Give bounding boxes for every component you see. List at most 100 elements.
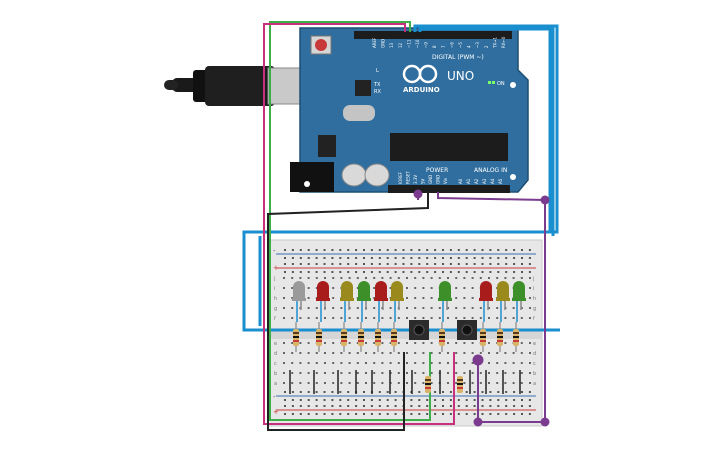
hole	[434, 263, 437, 265]
hole	[455, 297, 458, 299]
hole	[307, 263, 310, 265]
button-resistor[interactable]	[425, 376, 431, 393]
hole	[323, 413, 326, 415]
resistor[interactable]	[358, 322, 364, 352]
hole	[481, 405, 484, 407]
hole	[307, 372, 310, 374]
digital-header[interactable]	[354, 31, 512, 39]
hole	[299, 391, 302, 393]
led-green[interactable]	[512, 281, 526, 322]
hole	[339, 257, 342, 259]
arduino-board[interactable]: ARDUINO UNO DIGITAL (PWM ~) POWER ANALOG…	[290, 27, 529, 193]
blue-wire-bundle[interactable]	[242, 24, 560, 332]
hole	[283, 372, 285, 374]
hole	[363, 391, 365, 393]
hole	[299, 342, 302, 344]
push-button-2[interactable]	[457, 320, 477, 340]
hole	[332, 287, 335, 289]
power-analog-header[interactable]	[388, 185, 510, 193]
hole	[397, 362, 400, 364]
led-yellow[interactable]	[340, 281, 354, 322]
pin-label: 4	[467, 45, 472, 48]
pin-label: ~11	[406, 39, 411, 48]
hole	[479, 352, 482, 354]
hole	[520, 277, 523, 279]
hole	[471, 382, 474, 384]
led-green[interactable]	[438, 281, 452, 322]
pin-label: GND	[381, 39, 386, 48]
resistor[interactable]	[439, 322, 445, 352]
hole	[347, 263, 350, 265]
hole	[291, 307, 294, 309]
black-wire[interactable]	[267, 192, 429, 431]
hole	[496, 277, 499, 279]
hole	[378, 391, 381, 393]
hole	[291, 249, 294, 251]
hole	[434, 399, 437, 401]
hole	[505, 405, 508, 407]
hole	[418, 249, 421, 251]
hole	[513, 263, 516, 265]
pin-label: 2	[484, 45, 489, 48]
hole	[504, 317, 507, 319]
hole	[356, 352, 359, 354]
resistor[interactable]	[293, 322, 299, 352]
hole	[488, 317, 490, 319]
hole	[389, 277, 392, 279]
resistor[interactable]	[480, 322, 486, 352]
power-pin-label: GND	[428, 175, 433, 184]
resistor[interactable]	[316, 322, 322, 352]
hole	[363, 405, 365, 407]
led-red[interactable]	[374, 281, 388, 322]
hole	[291, 405, 294, 407]
hole	[291, 413, 294, 415]
l-label: L	[376, 68, 379, 74]
hole	[455, 317, 458, 319]
led-red[interactable]	[479, 281, 493, 322]
hole	[463, 307, 466, 309]
led-white[interactable]	[292, 281, 306, 322]
hole	[332, 352, 335, 354]
resistor[interactable]	[375, 322, 381, 352]
green-wire[interactable]	[269, 21, 431, 421]
hole	[284, 391, 286, 393]
led-red[interactable]	[316, 281, 330, 322]
resistor[interactable]	[391, 322, 397, 352]
hole	[406, 382, 408, 384]
hole	[291, 271, 294, 273]
hole	[323, 257, 326, 259]
led-yellow[interactable]	[496, 281, 510, 322]
hole	[529, 342, 531, 344]
hole	[370, 249, 373, 251]
purple-wire[interactable]	[413, 189, 550, 427]
button-resistor[interactable]	[457, 376, 463, 393]
led-yellow[interactable]	[390, 281, 404, 322]
hole	[339, 249, 342, 251]
pink-wire[interactable]	[263, 23, 455, 425]
hole	[324, 317, 326, 319]
hole	[422, 352, 425, 354]
hole	[291, 399, 294, 401]
hole	[370, 413, 373, 415]
resistor[interactable]	[341, 322, 347, 352]
hole	[381, 372, 384, 374]
hole	[513, 399, 516, 401]
hole	[331, 263, 334, 265]
hole	[307, 391, 310, 393]
push-button-1[interactable]	[409, 320, 429, 340]
hole	[283, 382, 285, 384]
resistor[interactable]	[513, 322, 519, 352]
hole	[291, 257, 294, 259]
pin-label: ~10	[415, 39, 420, 48]
led-array[interactable]	[292, 281, 526, 322]
led-green[interactable]	[357, 281, 371, 322]
hole	[315, 287, 318, 289]
hole	[414, 277, 417, 279]
pin-label: ~6	[449, 42, 454, 48]
hole	[291, 263, 294, 265]
rx-label: RX	[374, 89, 381, 95]
resistor[interactable]	[497, 322, 503, 352]
resistor-array[interactable]	[293, 322, 519, 393]
hole	[340, 362, 343, 364]
